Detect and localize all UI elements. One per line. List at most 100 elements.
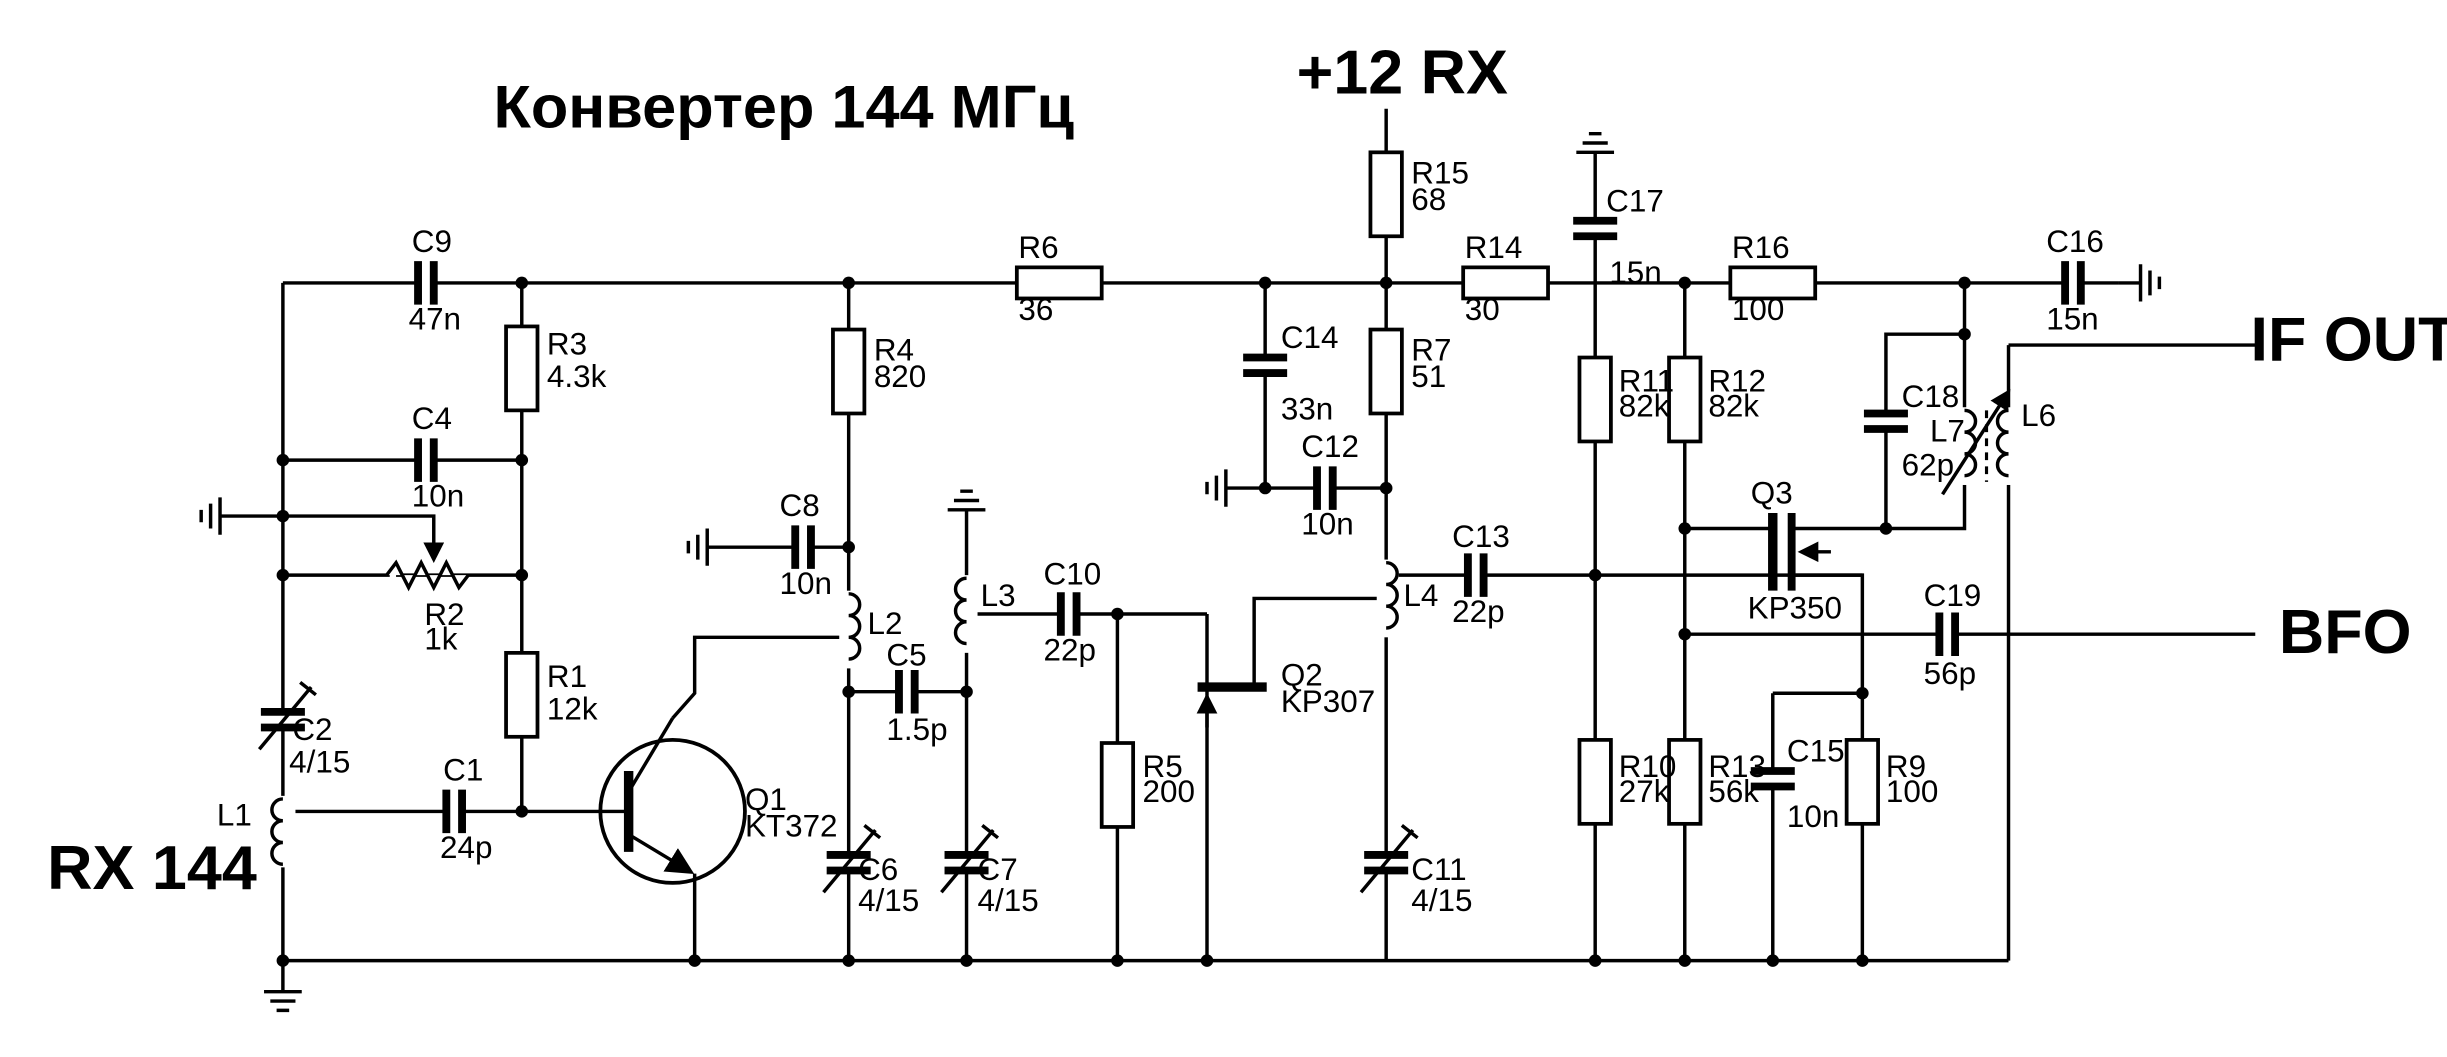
capacitor-c18 <box>1863 409 1908 433</box>
potentiometer-r2 <box>385 542 470 592</box>
resistor-r14 <box>1461 265 1550 301</box>
c16-value: 15n <box>2046 302 2098 337</box>
labels: Конвертер 144 МГц +12 RX RX 144 IF OUT B… <box>47 38 2447 918</box>
c12-value: 10n <box>1301 507 1353 542</box>
r4-ref: R4 <box>874 333 914 368</box>
c15-ref: C15 <box>1787 734 1845 769</box>
c4-ref: C4 <box>412 401 452 436</box>
l1-ref: L1 <box>217 798 252 833</box>
r1-ref: R1 <box>547 659 587 694</box>
ground-icon <box>1576 131 1615 155</box>
c9-ref: C9 <box>412 224 452 259</box>
c12-ref: C12 <box>1301 429 1359 464</box>
q2-ref: Q2 <box>1281 658 1323 693</box>
c4-value: 10n <box>412 479 464 514</box>
c6-value: 4/15 <box>858 883 919 918</box>
c11-value: 4/15 <box>1411 883 1472 918</box>
capacitor-c1 <box>442 789 466 834</box>
c8-value: 10n <box>780 566 832 601</box>
inductor-l3 <box>953 575 978 653</box>
capacitor-c14 <box>1243 353 1288 377</box>
trimmer-capacitor-c2 <box>257 681 317 751</box>
c11-ref: C11 <box>1411 852 1466 887</box>
r2-ref: R2 <box>424 597 464 632</box>
r5-ref: R5 <box>1143 749 1183 784</box>
c13-ref: C13 <box>1452 519 1510 554</box>
c7-ref: C7 <box>978 852 1018 887</box>
wiring <box>220 108 2256 992</box>
resistor-r3 <box>504 324 540 413</box>
c14-value: 33n <box>1281 392 1333 427</box>
c18-value: 62p <box>1902 448 1954 483</box>
ground-icon <box>2138 264 2162 302</box>
r10-ref: R10 <box>1619 749 1677 784</box>
capacitor-c16 <box>2061 261 2085 305</box>
inductor-l2 <box>839 590 862 669</box>
trimmer-capacitor-c6 <box>822 824 882 894</box>
trimmer-capacitor-c7 <box>940 824 1000 894</box>
q3-value: KP350 <box>1748 591 1842 626</box>
transistor-q2 <box>1196 682 1267 728</box>
resistor-r5 <box>1099 741 1136 829</box>
q1-value: KT372 <box>745 808 838 843</box>
c16-ref: C16 <box>2046 224 2104 259</box>
l2-ref: L2 <box>868 606 903 641</box>
r2-value: 1k <box>424 622 458 657</box>
c17-ref: C17 <box>1606 184 1664 219</box>
l4-ref: L4 <box>1403 578 1438 613</box>
l6-ref: L6 <box>2021 398 2056 433</box>
r6-value: 36 <box>1018 292 1053 327</box>
diagram-title: Конвертер 144 МГц <box>493 73 1074 141</box>
resistor-r11 <box>1577 355 1613 444</box>
capacitor-c5 <box>895 669 919 714</box>
r16-value: 100 <box>1732 292 1784 327</box>
capacitor-c4 <box>414 438 438 482</box>
c10-value: 22p <box>1044 633 1096 668</box>
transistor-q3 <box>1768 512 1831 591</box>
capacitors <box>257 216 2085 894</box>
r1-value: 12k <box>547 692 598 727</box>
c1-value: 24p <box>440 830 492 865</box>
c5-value: 1.5p <box>886 712 947 747</box>
capacitor-c10 <box>1056 592 1081 636</box>
c2-value: 4/15 <box>289 745 350 780</box>
ground-icon <box>947 489 986 512</box>
r12-ref: R12 <box>1708 364 1766 399</box>
c19-value: 56p <box>1924 656 1976 691</box>
c1-ref: C1 <box>443 752 483 787</box>
c6-ref: C6 <box>858 852 898 887</box>
transistor-q1 <box>598 717 747 885</box>
inductor-l6 <box>1995 407 2020 485</box>
r6-ref: R6 <box>1018 230 1058 265</box>
r5-value: 200 <box>1143 774 1195 809</box>
ground-symbols <box>199 131 2162 1013</box>
c8-ref: C8 <box>780 488 820 523</box>
port-input-label: RX 144 <box>47 833 257 903</box>
l7-tuning-arrow <box>1941 388 2011 496</box>
r13-value: 56k <box>1708 774 1759 809</box>
resistor-r4 <box>831 327 867 416</box>
junction-dots <box>276 276 1971 967</box>
ground-icon <box>686 528 709 566</box>
port-if-out-label: IF OUT <box>2251 305 2447 375</box>
r13-ref: R13 <box>1708 749 1766 784</box>
inductor-l4 <box>1376 559 1399 638</box>
r4-value: 820 <box>874 359 926 394</box>
ground-icon <box>199 497 222 535</box>
resistor-r16 <box>1728 265 1818 301</box>
inductor-l1 <box>270 795 296 868</box>
c7-value: 4/15 <box>978 883 1039 918</box>
capacitor-c15 <box>1750 767 1795 791</box>
c17-value: 15n <box>1609 255 1661 290</box>
c14-ref: C14 <box>1281 320 1339 355</box>
c15-value: 10n <box>1787 799 1839 834</box>
r12-value: 82k <box>1708 389 1759 424</box>
capacitor-c17 <box>1573 216 1618 241</box>
capacitor-c8 <box>791 525 815 569</box>
c13-value: 22p <box>1452 594 1504 629</box>
r7-ref: R7 <box>1411 333 1451 368</box>
c5-ref: C5 <box>886 637 926 672</box>
q1-ref: Q1 <box>745 782 787 817</box>
trimmer-capacitor-c11 <box>1359 824 1419 894</box>
port-bfo-label: BFO <box>2279 597 2412 667</box>
